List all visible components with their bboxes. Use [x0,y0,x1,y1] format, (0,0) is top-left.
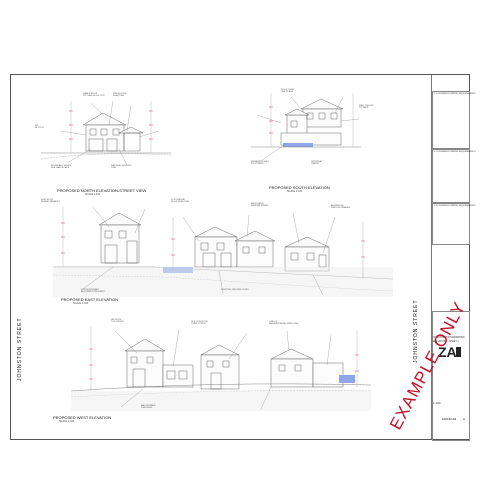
compliance-heading-3: 3. FOR ENERGY RATING REQUIREMENTS [434,205,476,207]
north-elevation-scale: SCALE 1:100 [85,193,101,196]
company-logo: ZA [438,344,461,360]
west-notes-3: LINE OF NEIGHBOURING DWELLING [269,321,299,326]
west-elevation-drawing [70,327,372,411]
drawing-stage: CONSTRUCTION DRAWINGS [433,337,465,339]
drawing-area: GABLE ROOF PITCHED ROOF 22.5° METAL ROOF… [11,75,432,439]
north-notes-top2: METAL ROOF SHEETING [113,93,127,98]
south-notes-bottom2: DRIVEWAY GRADE [311,161,323,166]
south-elevation-scale: SCALE 1:100 [287,190,303,193]
west-elevation-scale: SCALE 1:100 [59,420,75,423]
south-notes-right: WALL HEIGHT TO EAVE [359,105,374,110]
east-notes-3: FACE BRICK RENDER FINISH [251,203,269,208]
east-elevation-drawing [52,206,394,297]
north-elevation-drawing [40,100,172,166]
north-elevation-title: PROPOSED NORTH ELEVATION-STREET VIEW [57,188,147,193]
street-label-right: JOHNSTON STREET [413,299,419,363]
north-notes-bottom2: NATURAL GROUND LINE [111,165,132,170]
east-notes-1: FLAT ROOF BEHIND PARAPET [41,199,60,204]
north-notes-top: GABLE ROOF PITCHED ROOF 22.5° [83,93,106,98]
compliance-box-2: 2. FOR ENERGY RATING REQUIREMENTS [432,149,476,203]
east-elevation-title: PROPOSED EAST ELEVATION [61,297,119,302]
scale-value: 1:100 [433,401,441,405]
sheet-name: ELEVATIONS - SHEET 1 [433,341,459,343]
drawing-number: 10016/103 [442,417,457,421]
south-notes-top: ROOF OVER SEE PLANS [281,89,295,94]
title-panel [432,311,470,441]
street-label-left: JOHNSTON STREET [17,317,23,381]
svg-text:ZA: ZA [438,344,457,360]
north-notes-left: FFL RL 41.20 [35,125,44,130]
east-notes-5: SITE BOUNDARY ADJOINING PROPERTY [81,289,106,294]
east-notes-6: EXISTING GROUND LEVEL [221,289,249,291]
compliance-heading-2: 2. FOR ENERGY RATING REQUIREMENTS [434,151,476,153]
south-notes-bottom: RETAINING WALL BY OTHERS [251,161,270,166]
south-elevation-title: PROPOSED SOUTH ELEVATION [269,185,330,190]
west-notes-2: SKILLION ROOF OVER PORCH [191,321,208,326]
title-block: 1. FOR ENERGY RATING REQUIREMENTS 2. FOR… [432,75,476,441]
compliance-heading-1: 1. FOR ENERGY RATING REQUIREMENTS [434,93,476,95]
revision: A [463,417,466,421]
drawing-sheet: GABLE ROOF PITCHED ROOF 22.5° METAL ROOF… [10,74,476,441]
compliance-box-1: 1. FOR ENERGY RATING REQUIREMENTS [432,91,476,149]
east-notes-2: COLORBOND ROOF SHEETING [171,199,190,204]
west-elevation-title: PROPOSED WEST ELEVATION [53,415,112,420]
north-notes-bottom: BOUNDARY FENCE SEE LANDSCAPE [51,165,72,170]
compliance-box-3: 3. FOR ENERGY RATING REQUIREMENTS [432,203,476,245]
west-notes-1: HIP ROOF TILE FINISH [111,319,124,324]
west-notes-4: BALUSTRADE 1000 HIGH [141,405,156,410]
south-elevation-drawing [251,93,361,162]
east-notes-4: ALUMINIUM WINDOW FRAMES [331,205,351,210]
east-elevation-scale: SCALE 1:100 [73,302,89,305]
